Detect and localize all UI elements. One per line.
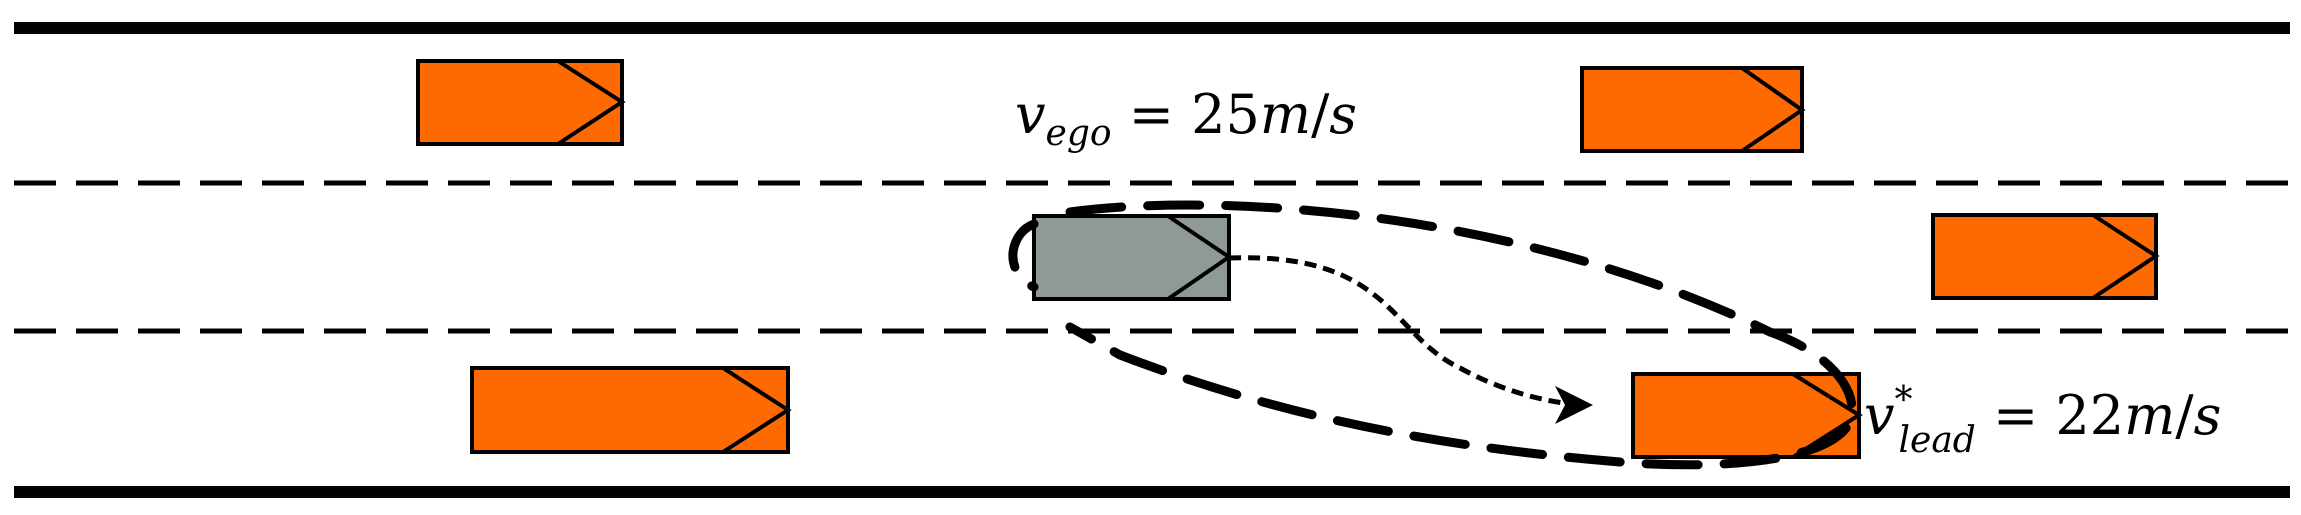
- maneuver-envelope: [1008, 200, 1857, 470]
- lead-velocity-label: v*lead = 22m/s: [1864, 380, 2221, 461]
- lead-velocity-var: v: [1864, 384, 1895, 447]
- road-top-boundary: [14, 22, 2290, 34]
- ego-velocity-value: = 25: [1112, 83, 1260, 146]
- traffic-car-bottom-left: [470, 366, 792, 454]
- traffic-car-top-right: [1580, 66, 1806, 153]
- road-bottom-boundary: [14, 486, 2290, 498]
- planned-trajectory: [1228, 255, 1586, 408]
- ego-velocity-unit-s: s: [1329, 83, 1357, 146]
- lead-velocity-slash: /: [2175, 384, 2194, 447]
- ego-velocity-unit-m: m: [1260, 83, 1311, 146]
- traffic-car-top-left: [416, 59, 626, 146]
- ego-velocity-subscript: ego: [1046, 113, 1112, 154]
- lead-velocity-subscript: lead: [1899, 420, 1976, 461]
- lead-velocity-unit-s: s: [2194, 384, 2222, 447]
- trajectory-arrowhead-icon: [1555, 386, 1593, 424]
- lead-velocity-value: = 22: [1976, 384, 2124, 447]
- ego-velocity-label: vego = 25m/s: [1015, 83, 1357, 154]
- lead-velocity-unit-m: m: [2124, 384, 2175, 447]
- ego-car: [1032, 214, 1233, 301]
- traffic-car-middle-right: [1931, 213, 2160, 300]
- ego-velocity-slash: /: [1311, 83, 1330, 146]
- lead-velocity-superscript: *: [1895, 380, 1913, 421]
- ego-velocity-var: v: [1015, 83, 1046, 146]
